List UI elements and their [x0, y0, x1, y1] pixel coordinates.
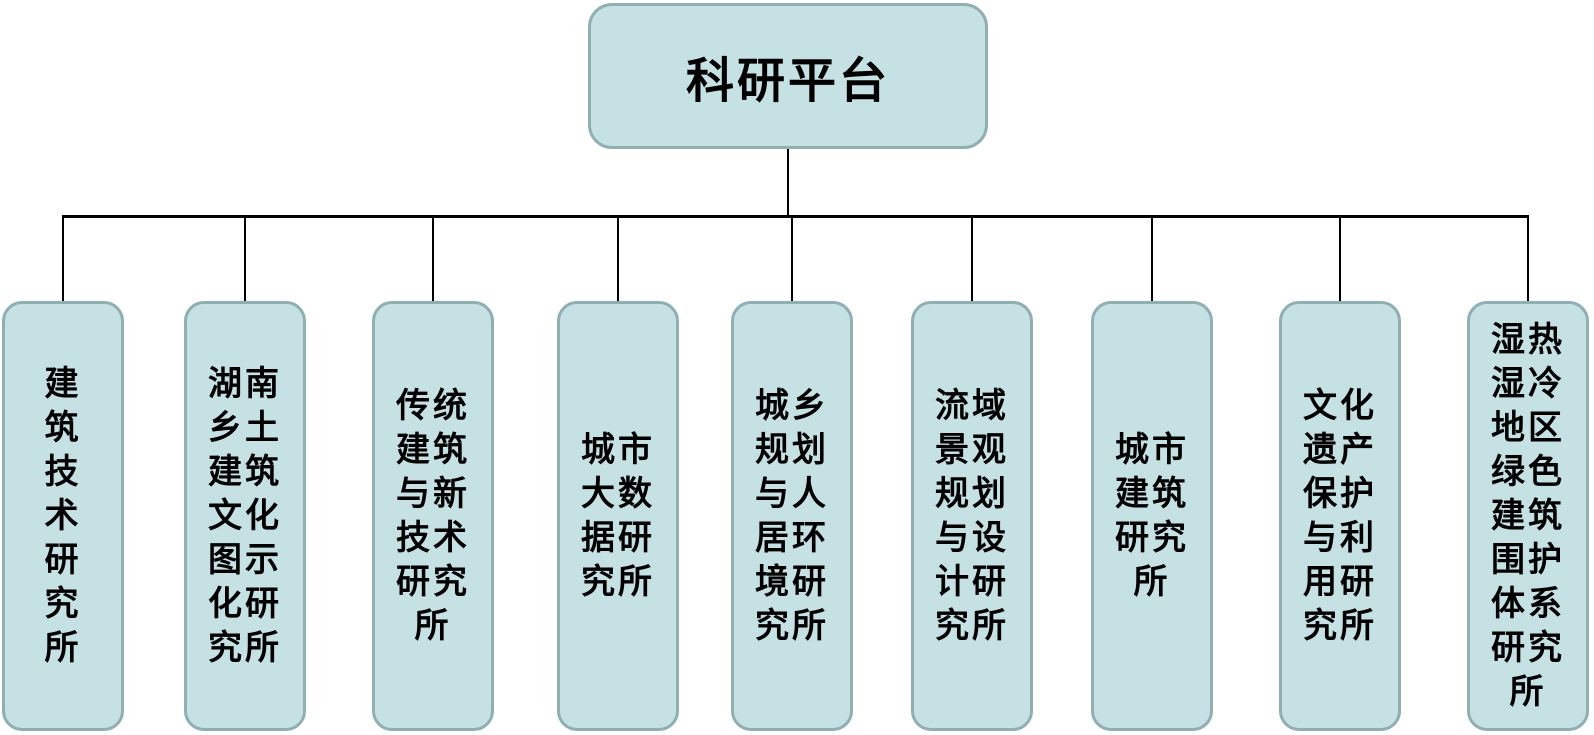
institute-node-urban-architecture: 城市 建筑 研究 所 — [1091, 301, 1213, 731]
institute-label: 建 筑 技 术 研 究 所 — [44, 365, 82, 667]
root-node-research-platform: 科研平台 — [588, 3, 988, 149]
institute-node-hot-humid-cold-humid-green-building-envelope: 湿热 湿冷 地区 绿色 建筑 围护 体系 研究 所 — [1467, 301, 1589, 731]
connector-drop-8 — [1339, 215, 1341, 303]
institute-node-cultural-heritage-protection-utilization: 文化 遗产 保护 与利 用研 究所 — [1279, 301, 1401, 731]
institute-node-urban-rural-planning-human-settlements: 城乡 规划 与人 居环 境研 究所 — [731, 301, 853, 731]
connector-drop-9 — [1527, 215, 1529, 303]
connector-horizontal-bus — [62, 215, 1529, 218]
connector-drop-6 — [971, 215, 973, 303]
institute-node-building-technology: 建 筑 技 术 研 究 所 — [2, 301, 124, 731]
root-node-label: 科研平台 — [685, 55, 890, 108]
institute-node-traditional-architecture-new-technology: 传统 建筑 与新 技术 研究 所 — [372, 301, 494, 731]
institute-label: 城市 建筑 研究 所 — [1115, 431, 1189, 601]
institute-node-watershed-landscape-planning-design: 流域 景观 规划 与设 计研 究所 — [911, 301, 1033, 731]
institute-label: 流域 景观 规划 与设 计研 究所 — [935, 387, 1009, 645]
connector-drop-2 — [244, 215, 246, 303]
institute-label: 湖南 乡土 建筑 文化 图示 化研 究所 — [208, 365, 282, 667]
institute-label: 城乡 规划 与人 居环 境研 究所 — [755, 387, 829, 645]
institute-label: 城市 大数 据研 究所 — [581, 431, 655, 601]
connector-drop-4 — [617, 215, 619, 303]
connector-drop-1 — [62, 215, 64, 303]
connector-drop-3 — [432, 215, 434, 303]
connector-drop-5 — [791, 215, 793, 303]
institute-label: 文化 遗产 保护 与利 用研 究所 — [1303, 387, 1377, 645]
institute-node-urban-big-data: 城市 大数 据研 究所 — [557, 301, 679, 731]
institute-node-hunan-vernacular-architecture-graphics: 湖南 乡土 建筑 文化 图示 化研 究所 — [184, 301, 306, 731]
connector-root-drop — [787, 149, 789, 217]
institute-label: 湿热 湿冷 地区 绿色 建筑 围护 体系 研究 所 — [1491, 321, 1565, 711]
institute-label: 传统 建筑 与新 技术 研究 所 — [396, 387, 470, 645]
connector-drop-7 — [1151, 215, 1153, 303]
